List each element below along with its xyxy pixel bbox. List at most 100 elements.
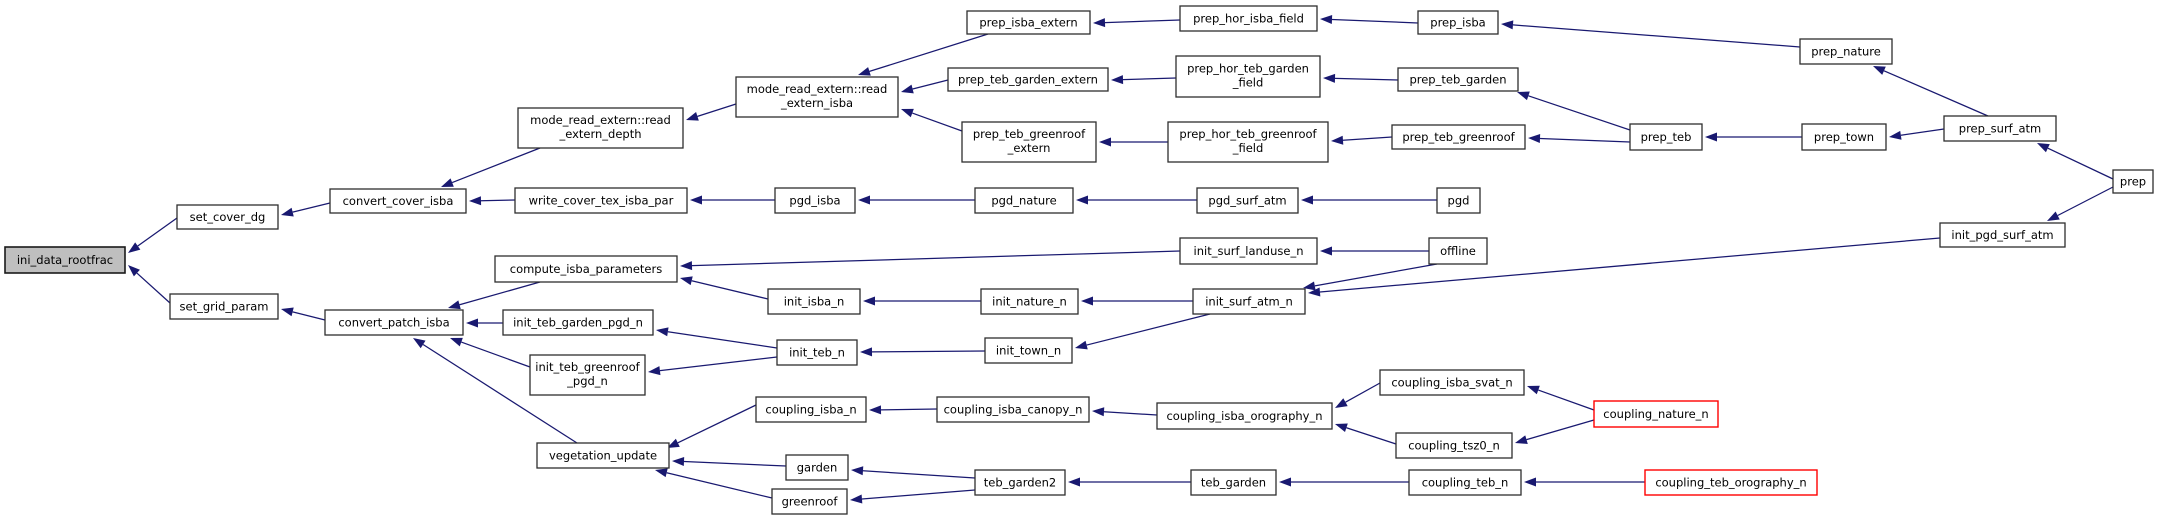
node-box-pgd_surf_atm[interactable] [1196, 187, 1299, 214]
node-init_isba_n[interactable]: init_isba_n [767, 288, 861, 315]
node-box-coupling_teb_n[interactable] [1408, 469, 1522, 496]
node-init_surf_landuse_n[interactable]: init_surf_landuse_n [1179, 237, 1318, 265]
node-box-init_pgd_surf_atm[interactable] [1939, 222, 2066, 248]
node-init_surf_atm_n[interactable]: init_surf_atm_n [1192, 288, 1306, 315]
node-box-compute_isba_parameters[interactable] [494, 255, 678, 283]
node-box-vegetation_update[interactable] [536, 442, 670, 469]
node-box-prep_isba[interactable] [1417, 10, 1499, 35]
node-box-read_extern_isba[interactable] [735, 76, 899, 118]
node-box-convert_patch_isba[interactable] [324, 309, 464, 336]
node-pgd_isba[interactable]: pgd_isba [774, 187, 856, 214]
node-box-init_teb_n[interactable] [776, 339, 858, 366]
node-prep_isba[interactable]: prep_isba [1417, 10, 1499, 35]
node-box-coupling_isba_n[interactable] [755, 396, 867, 423]
node-prep_teb_greenroof_extern[interactable]: prep_teb_greenroof_extern [961, 121, 1097, 163]
node-box-init_town_n[interactable] [984, 337, 1073, 364]
node-set_grid_param[interactable]: set_grid_param [169, 293, 279, 320]
node-prep_nature[interactable]: prep_nature [1799, 38, 1893, 65]
node-box-coupling_isba_svat_n[interactable] [1379, 369, 1525, 396]
node-teb_garden[interactable]: teb_garden [1190, 469, 1277, 496]
node-init_pgd_surf_atm[interactable]: init_pgd_surf_atm [1939, 222, 2066, 248]
node-convert_cover_isba[interactable]: convert_cover_isba [329, 188, 467, 214]
node-pgd_surf_atm[interactable]: pgd_surf_atm [1196, 187, 1299, 214]
node-garden[interactable]: garden [785, 454, 849, 481]
node-coupling_nature_n[interactable]: coupling_nature_n [1593, 400, 1719, 428]
node-init_teb_greenroof_pgd_n[interactable]: init_teb_greenroof_pgd_n [529, 354, 646, 396]
node-box-prep_nature[interactable] [1799, 38, 1893, 65]
node-coupling_isba_canopy_n[interactable]: coupling_isba_canopy_n [936, 396, 1090, 423]
node-coupling_teb_orography_n[interactable]: coupling_teb_orography_n [1644, 469, 1818, 496]
node-read_extern_depth[interactable]: mode_read_extern::read_extern_depth [517, 107, 684, 149]
node-teb_garden2[interactable]: teb_garden2 [974, 469, 1066, 496]
node-box-set_cover_dg[interactable] [176, 204, 279, 230]
node-box-teb_garden2[interactable] [974, 469, 1066, 496]
node-box-prep_surf_atm[interactable] [1943, 115, 2057, 142]
node-box-convert_cover_isba[interactable] [329, 188, 467, 214]
node-box-teb_garden[interactable] [1190, 469, 1277, 496]
node-box-coupling_teb_orography_n[interactable] [1644, 469, 1818, 496]
node-greenroof[interactable]: greenroof [771, 488, 848, 515]
node-coupling_teb_n[interactable]: coupling_teb_n [1408, 469, 1522, 496]
node-coupling_isba_svat_n[interactable]: coupling_isba_svat_n [1379, 369, 1525, 396]
node-box-greenroof[interactable] [771, 488, 848, 515]
node-label-set_cover_dg: set_cover_dg [190, 210, 266, 224]
node-box-init_teb_garden_pgd_n[interactable] [502, 309, 654, 336]
node-write_cover_tex_isba_par[interactable]: write_cover_tex_isba_par [514, 187, 688, 214]
node-coupling_tsz0_n[interactable]: coupling_tsz0_n [1395, 432, 1513, 459]
node-init_nature_n[interactable]: init_nature_n [980, 288, 1079, 315]
node-box-offline[interactable] [1428, 237, 1488, 265]
node-box-prep_hor_isba_field[interactable] [1179, 5, 1318, 32]
node-prep_teb[interactable]: prep_teb [1629, 123, 1703, 151]
node-box-read_extern_depth[interactable] [517, 107, 684, 149]
node-box-init_surf_landuse_n[interactable] [1179, 237, 1318, 265]
node-init_teb_n[interactable]: init_teb_n [776, 339, 858, 366]
node-box-prep_hor_teb_greenroof_field[interactable] [1167, 121, 1329, 163]
node-pgd_nature[interactable]: pgd_nature [974, 187, 1074, 214]
arrowhead-icon [1308, 287, 1321, 297]
node-convert_patch_isba[interactable]: convert_patch_isba [324, 309, 464, 336]
node-init_teb_garden_pgd_n[interactable]: init_teb_garden_pgd_n [502, 309, 654, 336]
node-box-init_teb_greenroof_pgd_n[interactable] [529, 354, 646, 396]
node-box-prep_hor_teb_garden_field[interactable] [1175, 55, 1321, 98]
node-box-coupling_isba_orography_n[interactable] [1156, 402, 1333, 430]
node-prep_isba_extern[interactable]: prep_isba_extern [966, 10, 1091, 35]
node-box-write_cover_tex_isba_par[interactable] [514, 187, 688, 214]
node-coupling_isba_orography_n[interactable]: coupling_isba_orography_n [1156, 402, 1333, 430]
node-box-pgd[interactable] [1436, 187, 1481, 214]
node-box-prep[interactable] [2112, 169, 2154, 194]
node-box-prep_teb_greenroof_extern[interactable] [961, 121, 1097, 163]
node-box-init_nature_n[interactable] [980, 288, 1079, 315]
node-box-prep_isba_extern[interactable] [966, 10, 1091, 35]
node-box-coupling_isba_canopy_n[interactable] [936, 396, 1090, 423]
node-vegetation_update[interactable]: vegetation_update [536, 442, 670, 469]
node-init_town_n[interactable]: init_town_n [984, 337, 1073, 364]
node-box-coupling_nature_n[interactable] [1593, 400, 1719, 428]
node-prep_teb_garden_extern[interactable]: prep_teb_garden_extern [947, 67, 1109, 92]
node-prep_teb_garden[interactable]: prep_teb_garden [1397, 67, 1519, 92]
node-prep_surf_atm[interactable]: prep_surf_atm [1943, 115, 2057, 142]
node-box-prep_teb_garden_extern[interactable] [947, 67, 1109, 92]
node-set_cover_dg[interactable]: set_cover_dg [176, 204, 279, 230]
node-box-garden[interactable] [785, 454, 849, 481]
node-box-pgd_isba[interactable] [774, 187, 856, 214]
node-box-prep_teb_garden[interactable] [1397, 67, 1519, 92]
node-compute_isba_parameters[interactable]: compute_isba_parameters [494, 255, 678, 283]
node-prep[interactable]: prep [2112, 169, 2154, 194]
node-box-init_isba_n[interactable] [767, 288, 861, 315]
node-box-coupling_tsz0_n[interactable] [1395, 432, 1513, 459]
node-box-prep_teb_greenroof[interactable] [1391, 124, 1526, 150]
node-offline[interactable]: offline [1428, 237, 1488, 265]
node-read_extern_isba[interactable]: mode_read_extern::read_extern_isba [735, 76, 899, 118]
node-prep_hor_isba_field[interactable]: prep_hor_isba_field [1179, 5, 1318, 32]
node-prep_hor_teb_garden_field[interactable]: prep_hor_teb_garden_field [1175, 55, 1321, 98]
node-box-init_surf_atm_n[interactable] [1192, 288, 1306, 315]
node-box-pgd_nature[interactable] [974, 187, 1074, 214]
node-box-prep_teb[interactable] [1629, 123, 1703, 151]
node-box-prep_town[interactable] [1801, 123, 1887, 151]
node-prep_hor_teb_greenroof_field[interactable]: prep_hor_teb_greenroof_field [1167, 121, 1329, 163]
node-coupling_isba_n[interactable]: coupling_isba_n [755, 396, 867, 423]
node-pgd[interactable]: pgd [1436, 187, 1481, 214]
node-prep_teb_greenroof[interactable]: prep_teb_greenroof [1391, 124, 1526, 150]
node-prep_town[interactable]: prep_town [1801, 123, 1887, 151]
node-box-set_grid_param[interactable] [169, 293, 279, 320]
